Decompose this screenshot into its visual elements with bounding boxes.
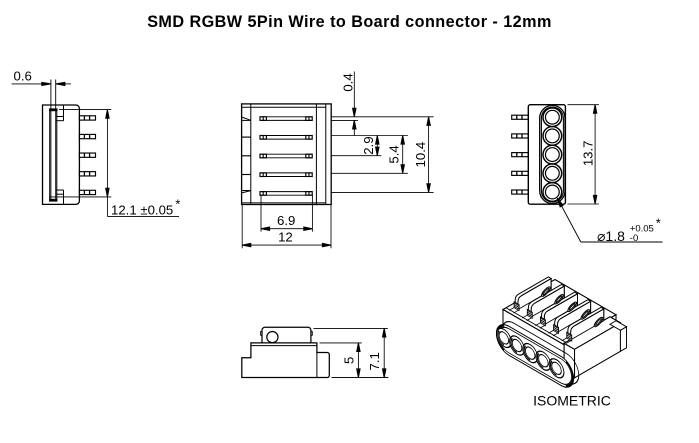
dim-hole-diameter: ⌀1.8 <box>597 228 625 244</box>
dim-hole-tol-plus: +0.05 <box>630 224 654 235</box>
iso-fin <box>548 299 592 337</box>
dim-span-two-pins: 2.9 <box>361 136 376 154</box>
iso-fin <box>508 276 553 314</box>
dim-body-height-group: 13.7 <box>567 104 599 205</box>
iso-wire-slots <box>541 286 604 328</box>
dim-span-two-pins-group: 2.9 <box>361 135 380 156</box>
dim-total-height-group: 7.1 <box>313 327 388 378</box>
side-view <box>41 79 97 206</box>
dim-board-length: 12.1 ±0.05 <box>111 202 173 217</box>
elevation-view <box>241 326 330 379</box>
dim-slot-width-group: 6.9 <box>260 194 313 232</box>
dim-pin-thickness-group: 0.4 <box>341 71 357 136</box>
drawing-title: SMD RGBW 5Pin Wire to Board connector - … <box>147 12 552 31</box>
iso-fin <box>561 306 605 344</box>
dim-board-thickness-group: 0.6 <box>11 69 71 87</box>
dim-body-width: 12 <box>278 230 293 245</box>
dim-base-height: 5 <box>341 357 356 364</box>
side-view-pins <box>78 115 97 196</box>
dim-span-three-pins: 5.4 <box>387 145 402 163</box>
front-view-pins <box>511 114 529 195</box>
iso-fin <box>535 291 579 329</box>
top-view <box>240 103 332 206</box>
top-view-slots <box>259 116 313 196</box>
front-view-holes <box>542 107 563 203</box>
dim-span-three-pins-group: 5.4 <box>387 135 406 174</box>
iso-fin <box>521 283 566 321</box>
dim-board-thickness: 0.6 <box>14 69 32 84</box>
dim-body-height: 13.7 <box>581 140 596 166</box>
dim-span-all-pins-group: 10.4 <box>413 116 431 193</box>
dim-total-height: 7.1 <box>367 352 382 370</box>
dim-pin-thickness: 0.4 <box>341 73 356 91</box>
dim-hole-tol-minus: -0 <box>630 233 638 244</box>
top-view-dimensions: 0.4 2.9 5.4 10.4 6.9 12 <box>241 71 434 249</box>
dim-slot-width: 6.9 <box>277 213 295 228</box>
dim-hole-star: * <box>656 216 661 231</box>
dim-board-length-star: * <box>175 196 180 211</box>
front-view <box>511 103 567 205</box>
dim-board-length-group: 12.1 ±0.05* <box>49 109 180 217</box>
isometric-view <box>495 276 628 388</box>
dim-body-width-group: 12 <box>241 205 332 249</box>
dim-hole-diameter-group: ⌀1.8 +0.05-0 * <box>556 197 663 244</box>
dim-span-all-pins: 10.4 <box>413 142 428 168</box>
isometric-label: ISOMETRIC <box>533 393 611 409</box>
